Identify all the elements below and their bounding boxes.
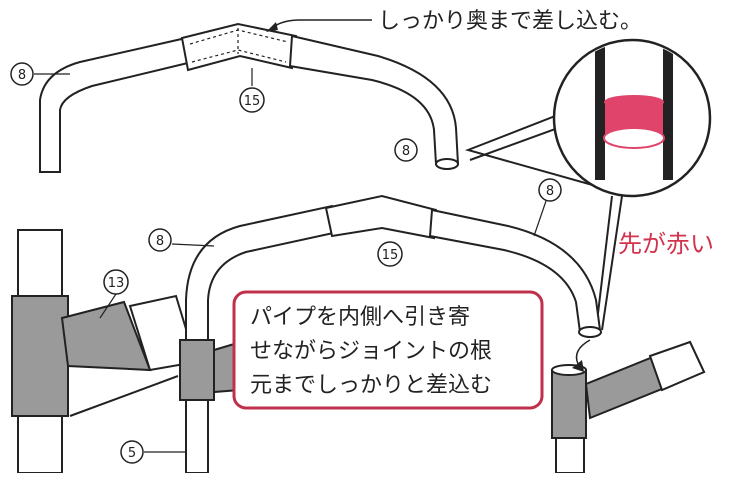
side-joint-13 bbox=[11, 295, 69, 417]
side-joint-detail bbox=[11, 229, 198, 474]
instruction-box: パイプを内側へ引き寄 せながらジョイントの根 元までしっかりと差込む bbox=[232, 290, 544, 410]
top-left-pipe bbox=[39, 36, 194, 173]
top-right-pipe bbox=[288, 34, 460, 165]
instruction-line-2: せながらジョイントの根 bbox=[250, 339, 492, 364]
top-joint-15 bbox=[180, 22, 298, 72]
bottom-right-pipe-end bbox=[578, 326, 602, 338]
bottom-joint-15 bbox=[324, 194, 438, 240]
top-right-pipe-end bbox=[435, 158, 459, 170]
part-label-8-bottom-right: 8 bbox=[533, 178, 562, 237]
part-label-8-bottom-left: 8 bbox=[148, 228, 215, 252]
svg-text:15: 15 bbox=[382, 248, 399, 263]
svg-text:8: 8 bbox=[402, 144, 410, 159]
insert-fully-text: しっかり奥まで差し込む。 bbox=[378, 9, 642, 34]
svg-text:8: 8 bbox=[546, 184, 554, 199]
instruction-line-1: パイプを内側へ引き寄 bbox=[250, 305, 470, 330]
red-tip-magnifier bbox=[464, 38, 712, 198]
part-label-15-bottom: 15 bbox=[377, 241, 403, 267]
svg-text:8: 8 bbox=[18, 68, 26, 83]
part-label-13: 13 bbox=[99, 269, 129, 319]
svg-text:13: 13 bbox=[108, 276, 125, 291]
instruction-line-3: 元までしっかりと差込む bbox=[250, 373, 492, 398]
svg-text:5: 5 bbox=[128, 446, 136, 461]
bottom-pipe-assembly bbox=[179, 194, 706, 474]
svg-text:15: 15 bbox=[244, 94, 261, 109]
part-label-5: 5 bbox=[120, 440, 186, 464]
top-pipe-assembly bbox=[39, 22, 460, 173]
part-label-8-top-left: 8 bbox=[10, 62, 70, 86]
red-tip-label: 先が赤い bbox=[618, 230, 714, 258]
part-label-15-top: 15 bbox=[239, 68, 265, 113]
insert-fully-annotation: しっかり奥まで差し込む。 bbox=[266, 9, 642, 34]
svg-text:8: 8 bbox=[156, 234, 164, 249]
part-label-8-top-right: 8 bbox=[394, 138, 418, 162]
